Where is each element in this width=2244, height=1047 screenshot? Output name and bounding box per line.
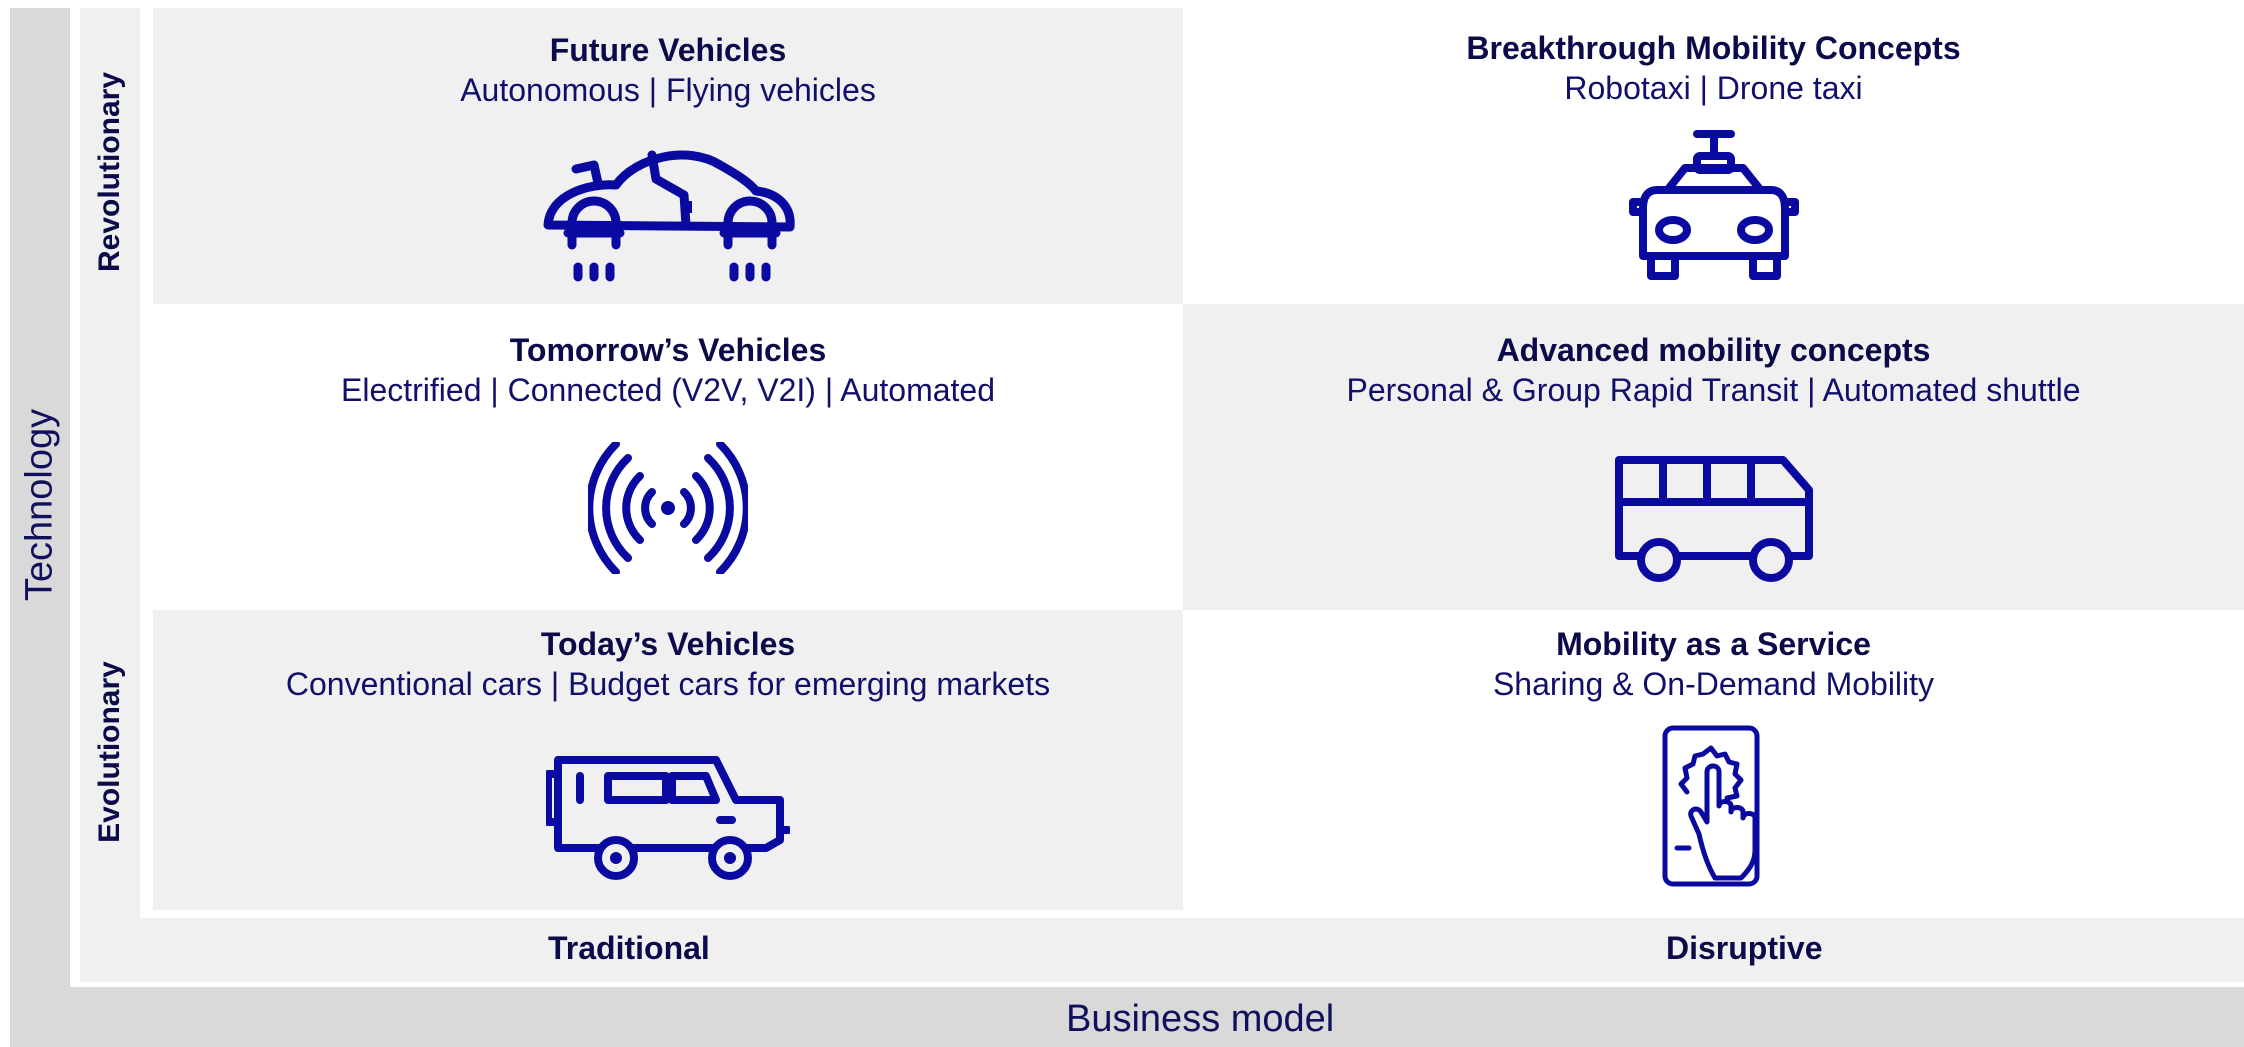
- shuttle-bus-icon: [1611, 452, 1817, 584]
- suv-car-icon: [546, 750, 790, 880]
- cell-title: Advanced mobility concepts: [1496, 332, 1931, 368]
- business-model-axis-band: [10, 987, 2244, 1047]
- technology-axis-band: [10, 8, 70, 1047]
- x-axis-title: Business model: [1066, 998, 1335, 1040]
- robotaxi-icon: [1628, 126, 1799, 286]
- cell-mobility-as-a-service: Mobility as a Service Sharing & On-Deman…: [1183, 610, 2244, 910]
- row-label-band: [80, 8, 140, 918]
- wireless-signal-icon: [588, 442, 748, 574]
- col-label-traditional: Traditional: [548, 930, 710, 966]
- cell-title: Tomorrow’s Vehicles: [509, 332, 827, 368]
- cell-title: Mobility as a Service: [1556, 626, 1871, 662]
- cell-subtitle: Electrified | Connected (V2V, V2I) | Aut…: [340, 372, 996, 408]
- cell-advanced-mobility: Advanced mobility concepts Personal & Gr…: [1183, 304, 2244, 610]
- column-label-band: [80, 918, 2244, 982]
- row-label-evolutionary: Evolutionary: [93, 661, 126, 843]
- cell-title: Future Vehicles: [549, 32, 787, 68]
- row-label-revolutionary: Revolutionary: [93, 71, 126, 273]
- cell-subtitle: Conventional cars | Budget cars for emer…: [285, 666, 1051, 702]
- col-label-disruptive: Disruptive: [1666, 930, 1823, 966]
- cell-subtitle: Sharing & On-Demand Mobility: [1492, 666, 1935, 702]
- cell-subtitle: Robotaxi | Drone taxi: [1564, 70, 1863, 106]
- y-axis-title: Technology: [18, 408, 61, 602]
- cell-subtitle: Autonomous | Flying vehicles: [460, 72, 876, 108]
- flying-car-icon: [538, 143, 798, 283]
- cell-tomorrows-vehicles: Tomorrow’s Vehicles Electrified | Connec…: [153, 304, 1183, 610]
- cell-breakthrough-mobility: Breakthrough Mobility Concepts Robotaxi …: [1183, 8, 2244, 304]
- cell-future-vehicles: Future Vehicles Autonomous | Flying vehi…: [153, 8, 1183, 304]
- cell-title: Breakthrough Mobility Concepts: [1466, 30, 1961, 66]
- phone-tap-icon: [1659, 722, 1769, 890]
- cell-subtitle: Personal & Group Rapid Transit | Automat…: [1346, 372, 2081, 408]
- cell-todays-vehicles: Today’s Vehicles Conventional cars | Bud…: [153, 610, 1183, 910]
- cell-title: Today’s Vehicles: [540, 626, 796, 662]
